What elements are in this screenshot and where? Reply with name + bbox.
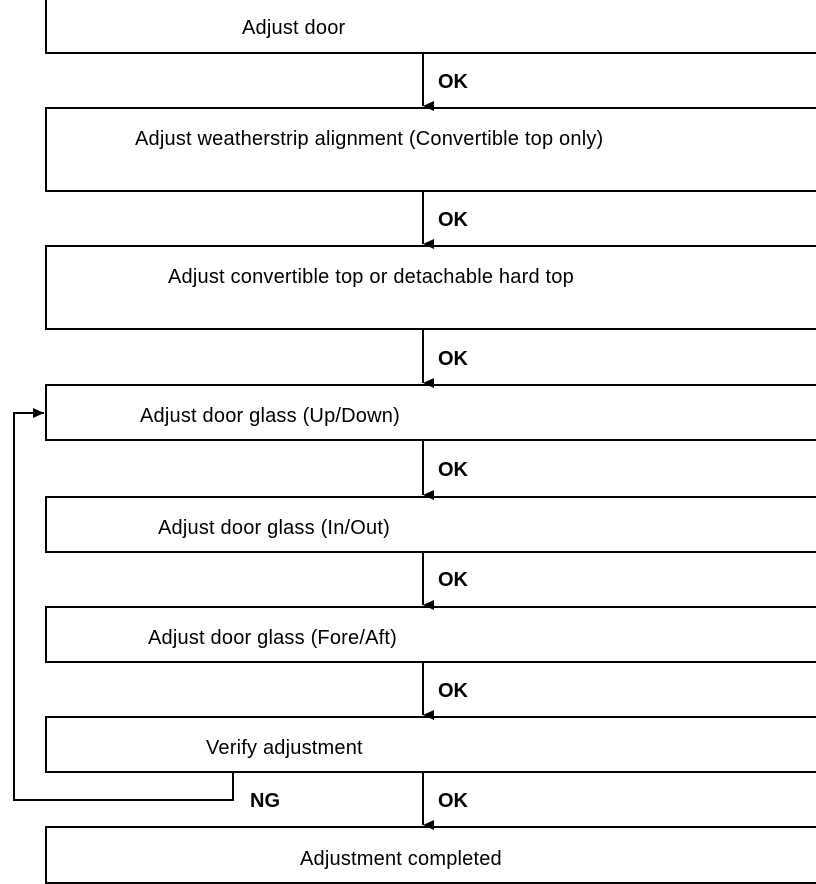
step-label: Adjustment completed	[300, 848, 502, 870]
step-box-verify-adjustment: Verify adjustment	[45, 716, 816, 773]
step-box-adjust-door-glass-up-down: Adjust door glass (Up/Down)	[45, 384, 816, 441]
step-box-adjust-door: Adjust door	[45, 0, 816, 54]
ok-label-3: OK	[438, 348, 468, 370]
step-box-adjust-door-glass-fore-aft: Adjust door glass (Fore/Aft)	[45, 606, 816, 663]
ok-label-1: OK	[438, 71, 468, 93]
step-box-adjust-convertible-top: Adjust convertible top or detachable har…	[45, 245, 816, 330]
ng-label: NG	[250, 790, 280, 812]
step-label: Adjust weatherstrip alignment (Convertib…	[135, 128, 604, 150]
ok-label-7: OK	[438, 790, 468, 812]
ok-label-4: OK	[438, 459, 468, 481]
step-label: Adjust door glass (Fore/Aft)	[148, 627, 398, 649]
ok-label-6: OK	[438, 680, 468, 702]
ok-label-2: OK	[438, 209, 468, 231]
step-box-adjust-door-glass-in-out: Adjust door glass (In/Out)	[45, 496, 816, 553]
step-label: Adjust door glass (Up/Down)	[140, 405, 400, 427]
step-label: Adjust convertible top or detachable har…	[168, 266, 574, 288]
step-label: Adjust door glass (In/Out)	[158, 517, 390, 539]
ng-loop-arrow	[13, 408, 234, 801]
step-box-adjustment-completed: Adjustment completed	[45, 826, 816, 884]
step-label: Adjust door	[242, 17, 346, 39]
ok-label-5: OK	[438, 569, 468, 591]
step-label: Verify adjustment	[206, 737, 363, 759]
